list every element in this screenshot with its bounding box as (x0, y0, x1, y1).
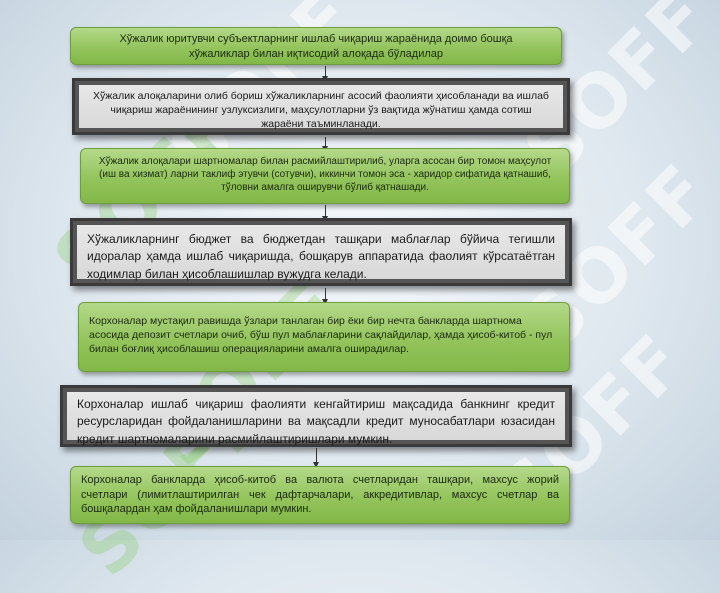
flow-box-2-text: Хўжалик алоқаларини олиб бориш хўжаликла… (93, 90, 549, 130)
flow-arrow (322, 66, 328, 82)
flow-box-1: Хўжалик юритувчи субъектларнинг ишлаб чи… (70, 27, 562, 65)
flow-box-1-text: Хўжалик юритувчи субъектларнинг ишлаб чи… (119, 33, 513, 60)
flow-box-5: Корхоналар мустақил равишда ўзлари танла… (78, 302, 570, 372)
flow-arrow (322, 205, 328, 222)
flow-box-4: Хўжаликларнинг бюджет ва бюджетдан ташқа… (70, 218, 572, 286)
flow-box-7-text: Корхоналар банкларда ҳисоб-китоб ва валю… (81, 474, 559, 516)
flow-box-2: Хўжалик алоқаларини олиб бориш хўжаликла… (72, 78, 570, 135)
flow-box-7: Корхоналар банкларда ҳисоб-китоб ва валю… (70, 466, 570, 524)
flow-arrow (313, 448, 319, 468)
flow-box-3-text: Хўжалик алоқалари шартномалар билан расм… (98, 156, 552, 194)
flow-box-5-text: Корхоналар мустақил равишда ўзлари танла… (89, 315, 553, 355)
flow-box-3: Хўжалик алоқалари шартномалар билан расм… (80, 148, 570, 204)
flow-arrow (322, 137, 328, 152)
flow-box-4-text: Хўжаликларнинг бюджет ва бюджетдан ташқа… (87, 232, 555, 281)
flow-box-6: Корхоналар ишлаб чиқариш фаолияти кенгай… (60, 385, 572, 447)
flow-arrow (322, 288, 328, 305)
flow-box-6-text: Корхоналар ишлаб чиқариш фаолияти кенгай… (77, 397, 555, 446)
